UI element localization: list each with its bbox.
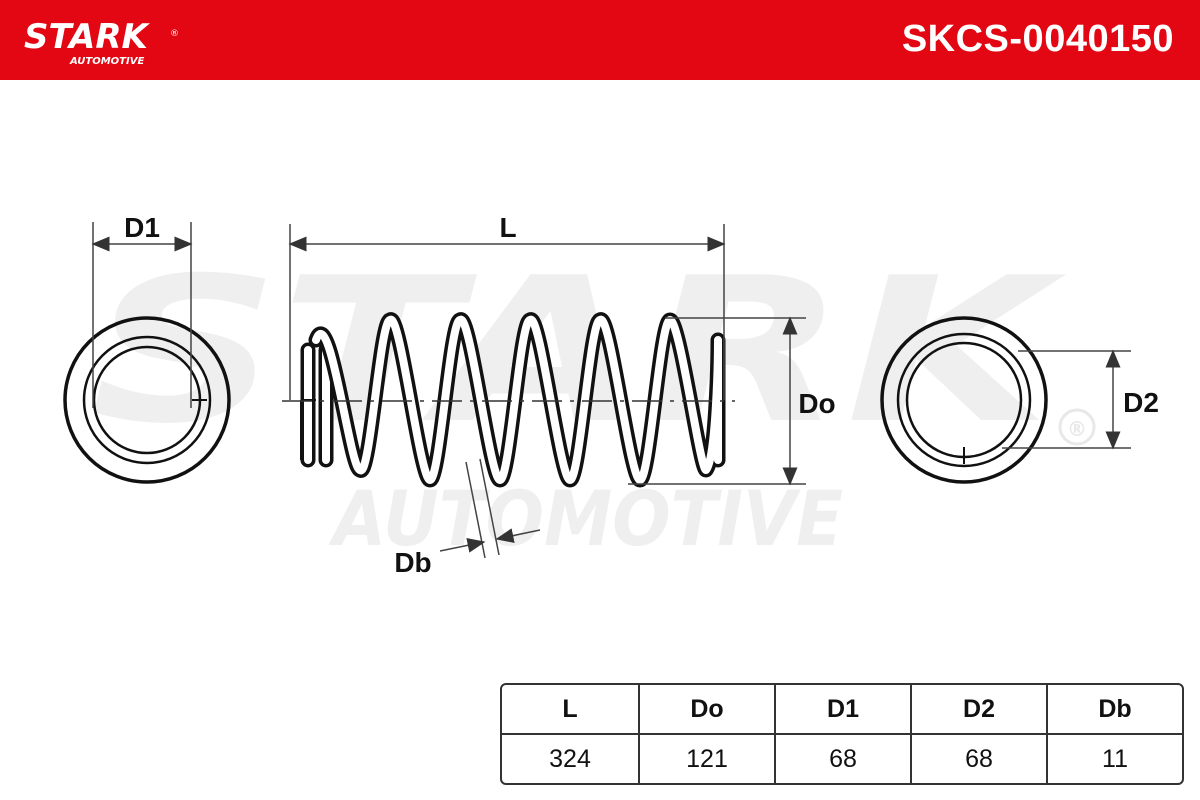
spec-header-d2: D2 (910, 685, 1046, 735)
part-number: SKCS-0040150 (901, 18, 1174, 60)
stark-logo: STARK ® AUTOMOTIVE (24, 17, 179, 67)
do-label: Do (798, 388, 835, 419)
left-middle-circle (82, 335, 212, 465)
right-middle-circle (896, 332, 1032, 468)
right-outer-circle (880, 316, 1048, 484)
header-bar: STARK ® AUTOMOTIVE SKCS-0040150 (0, 0, 1200, 80)
spec-value-db: 11 (1046, 735, 1182, 783)
spec-table-header-row: L Do D1 D2 Db (502, 685, 1182, 735)
db-dimension: Db (394, 458, 541, 578)
d1-label: D1 (124, 212, 160, 243)
spec-value-d1: 68 (774, 735, 910, 783)
db-arrow-right (495, 528, 541, 543)
l-dimension: L (288, 212, 726, 400)
logo-brand-name: STARK (24, 17, 151, 57)
logo-brand-sub: AUTOMOTIVE (69, 56, 144, 67)
db-label: Db (394, 547, 431, 578)
d1-dimension: D1 (91, 212, 193, 408)
logo-registered-mark: ® (170, 29, 179, 39)
right-end-view (880, 316, 1048, 484)
spec-table-value-row: 324 121 68 68 11 (502, 735, 1182, 783)
left-outer-circle (63, 316, 231, 484)
spring-side-view (282, 312, 735, 488)
spec-header-d1: D1 (774, 685, 910, 735)
watermark-registered-mark: ® (1067, 417, 1087, 441)
d2-dimension: D2 (1002, 349, 1159, 450)
spec-header-do: Do (638, 685, 774, 735)
spec-value-d2: 68 (910, 735, 1046, 783)
spring-drawing: STARK AUTOMOTIVE ® D1 L Do (63, 212, 1159, 578)
spec-value-do: 121 (638, 735, 774, 783)
spec-table: L Do D1 D2 Db 324 121 68 68 11 (500, 683, 1184, 785)
watermark-brand-sub: AUTOMOTIVE (328, 474, 843, 563)
spec-value-l: 324 (549, 744, 591, 773)
do-dimension: Do (628, 316, 836, 486)
left-end-view (63, 316, 231, 484)
spec-header-db: Db (1046, 685, 1182, 735)
watermark-registered-circle (1058, 408, 1096, 446)
db-arrow-left (439, 537, 486, 553)
d2-label: D2 (1123, 387, 1159, 418)
spec-header-l: L (502, 685, 638, 735)
l-label: L (499, 212, 516, 243)
